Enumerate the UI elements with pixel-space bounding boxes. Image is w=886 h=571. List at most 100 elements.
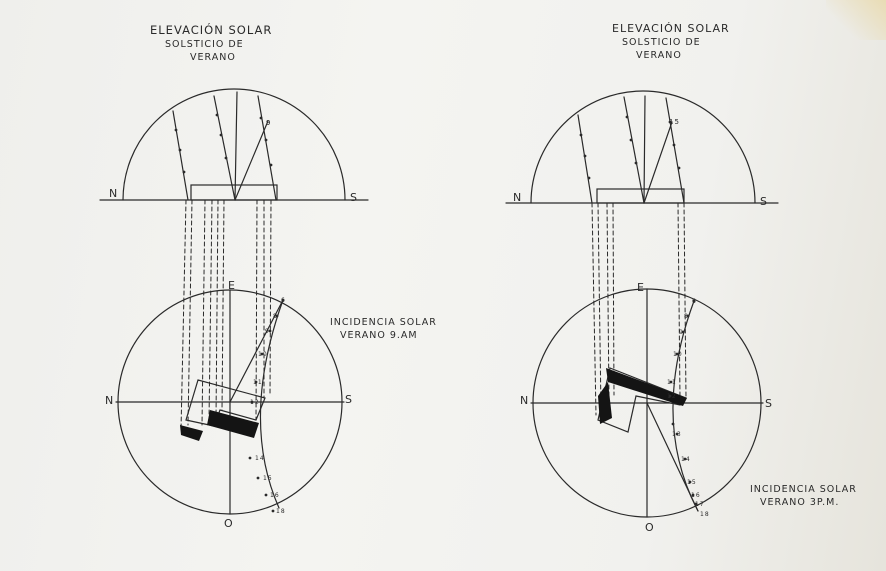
- sun-path-dot: [669, 380, 673, 384]
- right-title-line3: VERANO: [636, 50, 682, 61]
- right-title-line2: SOLSTICIO DE: [622, 37, 701, 48]
- sun-path-dot: [178, 148, 182, 152]
- right-plan-west: O: [645, 521, 655, 534]
- left-plan-south: S: [345, 393, 353, 406]
- right-hour-label: 9: [679, 329, 684, 336]
- left-hour-label: 9: [265, 328, 270, 335]
- right-projection-line: [606, 202, 610, 401]
- right-hour-label: 8: [684, 313, 689, 320]
- right-hour-label: 6: [692, 298, 697, 305]
- sun-path-dot: [271, 509, 275, 513]
- right-hour-label: 13: [672, 431, 682, 438]
- left-projection-line: [187, 199, 193, 426]
- left-building-plan: [185, 379, 266, 427]
- left-sun-path-1: [172, 110, 189, 201]
- right-elev-hour-label: 15: [669, 118, 680, 126]
- left-elevation-building: [190, 184, 278, 201]
- left-hour-label: 8: [273, 313, 278, 320]
- left-building-shadow: [180, 425, 203, 441]
- sun-path-dot: [260, 352, 264, 356]
- left-hour-label: 15: [263, 475, 273, 482]
- sun-path-dot: [675, 352, 679, 356]
- left-plan-north: N: [105, 394, 114, 407]
- left-projection-line: [255, 199, 258, 421]
- sun-path-dot: [677, 166, 681, 170]
- sun-path-dot: [259, 116, 263, 120]
- right-projection-line: [683, 202, 687, 399]
- left-hour-label: 12: [250, 399, 260, 406]
- paper-corner-stain: [826, 0, 886, 40]
- right-plan-east: E: [637, 281, 645, 294]
- right-hour-label: 18: [700, 511, 710, 518]
- left-title-line2: SOLSTICIO DE: [165, 39, 244, 50]
- sun-path-dot: [634, 161, 638, 165]
- right-elevation-building: [596, 188, 685, 204]
- sun-path-dot: [683, 457, 687, 461]
- sun-path-dot: [256, 476, 260, 480]
- sun-path-dot: [671, 422, 675, 426]
- left-projection-line: [215, 199, 219, 419]
- left-hour-label: 11: [253, 379, 263, 386]
- left-projection-line: [180, 199, 187, 431]
- left-hour-label: 18: [276, 508, 286, 515]
- right-sun-path-2: [643, 95, 646, 204]
- left-elev-hour-label: 9: [266, 119, 271, 127]
- sun-path-dot: [264, 138, 268, 142]
- right-projection-line: [597, 202, 602, 411]
- sun-path-dot: [668, 120, 672, 124]
- sun-path-dot: [248, 456, 252, 460]
- sun-path-dot: [688, 480, 692, 484]
- right-hour-label: 16: [691, 492, 701, 499]
- left-building-shadow: [207, 410, 259, 438]
- left-elev-south: S: [350, 191, 358, 204]
- sun-path-dot: [268, 329, 272, 333]
- sun-path-dot: [668, 394, 672, 398]
- sun-path-dot: [224, 156, 228, 160]
- sun-path-dot: [174, 128, 178, 132]
- left-sun-ray-2: [213, 95, 236, 201]
- right-building-shadow: [598, 382, 612, 424]
- right-hour-label: 15: [687, 479, 697, 486]
- right-projection-line: [591, 202, 597, 416]
- right-elev-north: N: [513, 191, 522, 204]
- sun-path-dot: [629, 138, 633, 142]
- left-hour-label: 16: [270, 492, 280, 499]
- right-hour-label: 10: [673, 351, 683, 358]
- left-elev-north: N: [109, 187, 118, 200]
- right-hour-label: 11: [667, 379, 677, 386]
- right-incidence-ray: [646, 402, 699, 512]
- left-sun-path-2: [234, 91, 238, 201]
- left-title-line1: ELEVACIÓN SOLAR: [150, 22, 272, 37]
- sun-path-dot: [275, 314, 279, 318]
- left-sun-path-3: [257, 95, 277, 201]
- sun-path-dot: [250, 400, 254, 404]
- left-plan-west: O: [224, 517, 234, 530]
- right-incidence-line2: VERANO 3P.M.: [760, 497, 839, 508]
- left-incidence-line1: INCIDENCIA SOLAR: [330, 317, 437, 328]
- left-sun-path: [259, 299, 284, 509]
- left-elevation-arc: [122, 88, 346, 201]
- right-plan-north: N: [520, 394, 529, 407]
- left-projection-line: [201, 199, 206, 426]
- left-sun-ray: [234, 120, 269, 201]
- sun-path-dot: [583, 154, 587, 158]
- left-projection-line: [221, 199, 225, 411]
- sun-path-dot: [269, 163, 273, 167]
- left-projection-line: [269, 199, 272, 396]
- sun-path-dot: [672, 143, 676, 147]
- left-projection-line: [208, 199, 213, 421]
- sun-path-dot: [675, 432, 679, 436]
- left-incidence-line2: VERANO 9.am: [340, 330, 418, 341]
- right-elev-south: S: [760, 195, 768, 208]
- sun-path-dot: [692, 299, 696, 303]
- sun-path-dot: [625, 115, 629, 119]
- right-incidence-line1: INCIDENCIA SOLAR: [750, 484, 857, 495]
- right-hour-label: 17: [695, 501, 705, 508]
- sun-path-dot: [686, 314, 690, 318]
- sun-path-dot: [587, 176, 591, 180]
- right-sun-ray: [643, 121, 673, 204]
- sun-path-dot: [694, 502, 698, 506]
- right-projection-line: [612, 202, 615, 396]
